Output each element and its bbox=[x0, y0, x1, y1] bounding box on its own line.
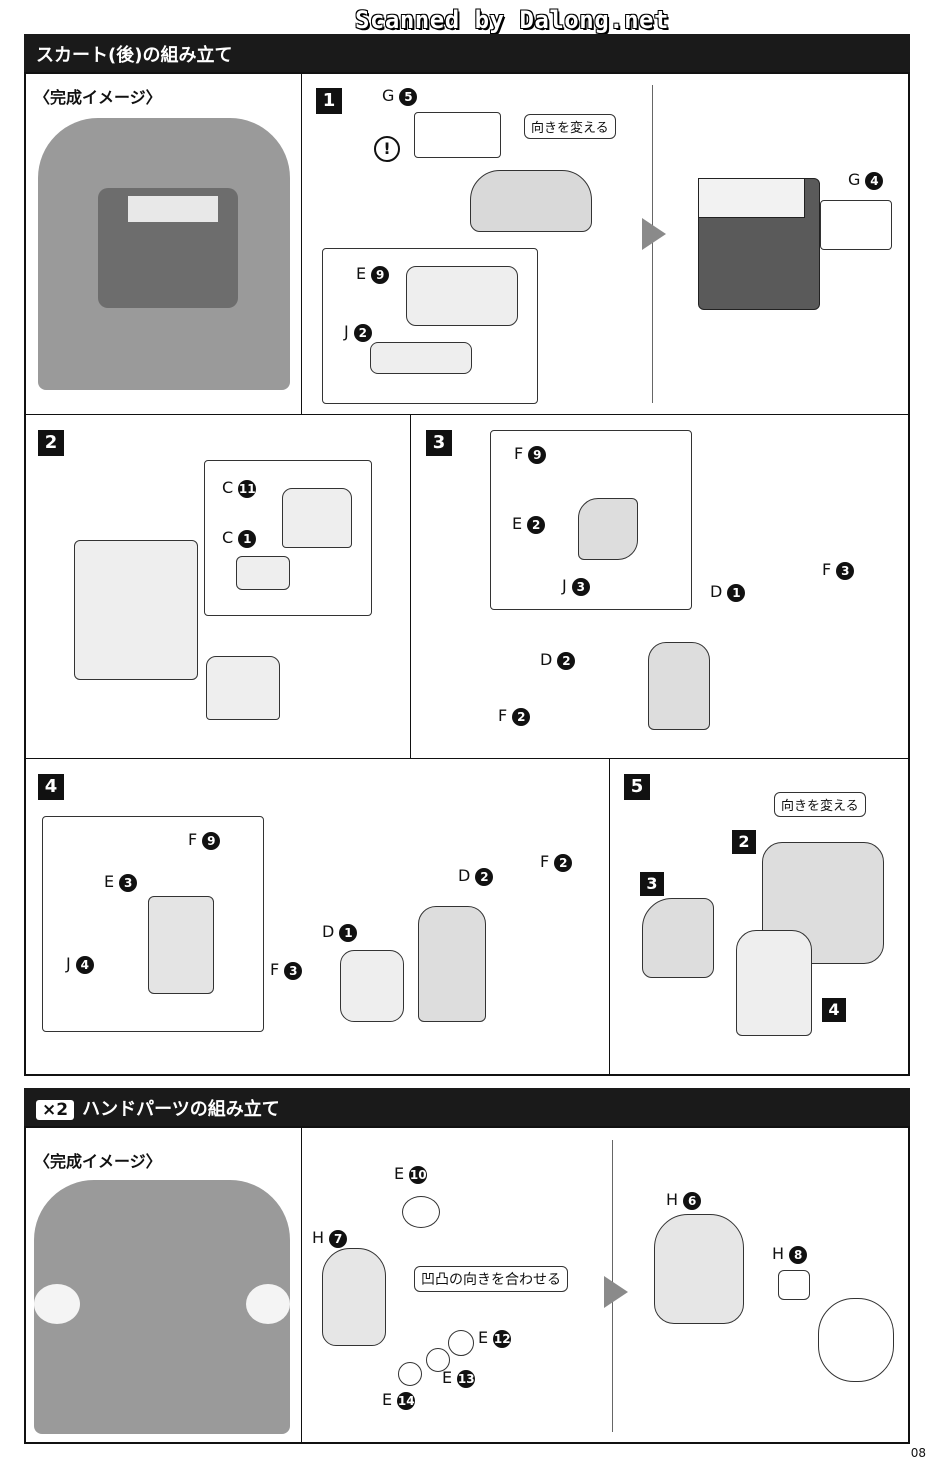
part-drawing bbox=[282, 488, 352, 548]
part-label: F 2 bbox=[540, 852, 573, 872]
note-rotate: 向きを変える bbox=[524, 114, 616, 139]
step-5-badge: 5 bbox=[624, 774, 650, 800]
watermark: Scanned by Dalong.net bbox=[355, 6, 669, 34]
part-label: F 2 bbox=[498, 706, 531, 726]
part-drawing bbox=[818, 1298, 894, 1382]
skirt-assembly-frame bbox=[24, 72, 910, 1076]
part-label: C 1 bbox=[222, 528, 257, 548]
step-3-badge: 3 bbox=[426, 430, 452, 456]
part-label: D 1 bbox=[322, 922, 358, 942]
complete-image-caption: 〈完成イメージ〉 bbox=[34, 1152, 162, 1171]
divider bbox=[24, 414, 910, 415]
complete-image-photo bbox=[38, 118, 290, 390]
skirt-drawing bbox=[74, 540, 198, 680]
divider bbox=[301, 72, 302, 414]
quantity-badge: ×2 bbox=[36, 1100, 75, 1120]
part-drawing bbox=[148, 896, 214, 994]
part-drawing bbox=[578, 498, 638, 560]
part-label: J 4 bbox=[66, 954, 94, 974]
part-drawing bbox=[406, 266, 518, 326]
hand-assembly-frame bbox=[24, 1126, 910, 1444]
part-drawing bbox=[236, 556, 290, 590]
part-label: E 9 bbox=[356, 264, 390, 284]
part-drawing bbox=[418, 906, 486, 1022]
section-header-hand: ×2 ハンドパーツの組み立て bbox=[24, 1088, 910, 1126]
part-label: F 9 bbox=[188, 830, 221, 850]
note-align: 凹凸の向きを合わせる bbox=[414, 1266, 568, 1292]
part-drawing bbox=[370, 342, 472, 374]
part-label: J 3 bbox=[562, 576, 590, 596]
subassembly-4-badge: 4 bbox=[822, 998, 846, 1022]
part-label: H 7 bbox=[312, 1228, 348, 1248]
divider bbox=[609, 758, 610, 1076]
divider bbox=[24, 758, 910, 759]
step-2-badge: 2 bbox=[38, 430, 64, 456]
part-drawing bbox=[340, 950, 404, 1022]
part-label: F 3 bbox=[822, 560, 855, 580]
result-waist-drawing bbox=[698, 178, 805, 218]
section-title: スカート(後)の組み立て bbox=[36, 45, 233, 66]
part-label: G 4 bbox=[848, 170, 884, 190]
part-waist-drawing bbox=[414, 112, 501, 158]
complete-image-photo bbox=[34, 1180, 290, 1434]
part-label: C 11 bbox=[222, 478, 257, 498]
divider bbox=[301, 1126, 302, 1444]
part-label: E 10 bbox=[394, 1164, 428, 1184]
part-label: F 9 bbox=[514, 444, 547, 464]
part-label: E 12 bbox=[478, 1328, 512, 1348]
part-drawing bbox=[322, 1248, 386, 1346]
part-label: E 14 bbox=[382, 1390, 416, 1410]
arrow-right-icon bbox=[604, 1276, 628, 1308]
subassembly-3-badge: 3 bbox=[640, 872, 664, 896]
part-drawing bbox=[402, 1196, 440, 1228]
part-drawing bbox=[648, 642, 710, 730]
waist-band bbox=[128, 196, 218, 222]
part-drawing bbox=[654, 1214, 744, 1324]
section-title-text: ハンドパーツの組み立て bbox=[82, 1099, 280, 1120]
caution-icon: ! bbox=[374, 136, 400, 162]
hand-left bbox=[34, 1284, 80, 1324]
part-drawing bbox=[448, 1330, 474, 1356]
hand-right bbox=[246, 1284, 290, 1324]
step-1-badge: 1 bbox=[316, 88, 342, 114]
part-drawing bbox=[778, 1270, 810, 1300]
part-skirt-drawing bbox=[470, 170, 592, 232]
step-4-badge: 4 bbox=[38, 774, 64, 800]
part-drawing bbox=[426, 1348, 450, 1372]
part-drawing bbox=[736, 930, 812, 1036]
part-drawing bbox=[398, 1362, 422, 1386]
part-label: J 2 bbox=[344, 322, 372, 342]
part-label: H 6 bbox=[666, 1190, 702, 1210]
part-drawing bbox=[642, 898, 714, 978]
part-label: E 3 bbox=[104, 872, 138, 892]
part-label: G 5 bbox=[382, 86, 418, 106]
part-drawing bbox=[820, 200, 892, 250]
part-label: H 8 bbox=[772, 1244, 808, 1264]
complete-image-caption: 〈完成イメージ〉 bbox=[34, 88, 162, 107]
part-drawing bbox=[206, 656, 280, 720]
part-label: D 1 bbox=[710, 582, 746, 602]
divider bbox=[410, 414, 411, 758]
part-label: E 13 bbox=[442, 1368, 476, 1388]
subassembly-2-badge: 2 bbox=[732, 830, 756, 854]
section-header-skirt: スカート(後)の組み立て bbox=[24, 34, 910, 72]
part-label: D 2 bbox=[540, 650, 576, 670]
part-label: E 2 bbox=[512, 514, 546, 534]
section-title: ×2 ハンドパーツの組み立て bbox=[36, 1095, 280, 1121]
note-rotate: 向きを変える bbox=[774, 792, 866, 817]
arrow-right-icon bbox=[642, 218, 666, 250]
part-label: D 2 bbox=[458, 866, 494, 886]
page-number: 08 bbox=[910, 1446, 926, 1460]
part-label: F 3 bbox=[270, 960, 303, 980]
